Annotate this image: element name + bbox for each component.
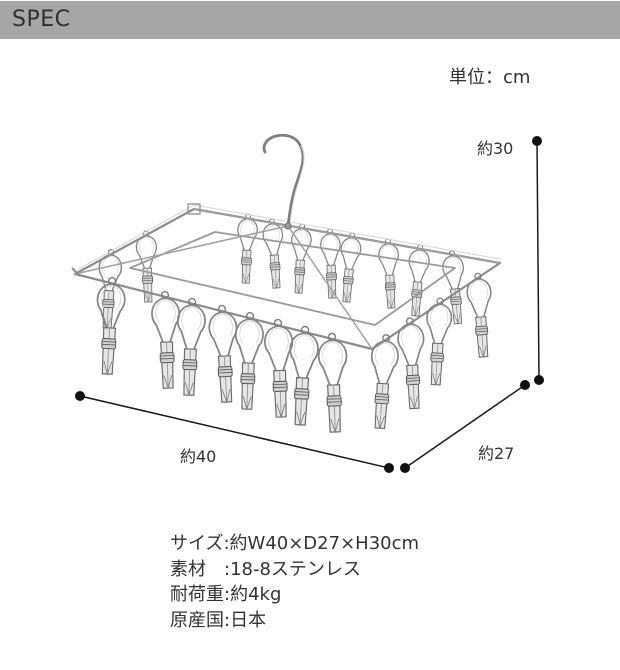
spec-list: サイズ:約W40×D27×H30cm 素材 :18-8ステンレス 耐荷重:約4k… [170,531,419,633]
spec-size: サイズ:約W40×D27×H30cm [170,533,420,554]
front-clothespins [92,271,497,434]
clothespin [377,238,402,310]
width-dimension-line [79,395,390,469]
clothespin [235,213,259,285]
depth-label: 約27 [478,444,514,463]
dimension-dot [520,380,530,390]
height-dimension: 約30 [477,136,544,385]
dimension-dot [532,136,542,146]
clothespin [288,223,313,295]
hanger-hook [262,133,305,230]
spec-header-bar: SPEC [0,1,620,39]
dimension-dot [534,375,544,385]
spec-country-of-origin: 原産国:日本 [170,609,267,631]
clothespin [317,332,351,434]
spec-material: 素材 :18-8ステンレス [170,558,361,580]
clothespin [404,243,431,318]
depth-dimension-line [404,384,526,469]
clothespin [232,311,265,411]
height-label: 約30 [477,139,513,158]
depth-dimension: 約27 [400,380,530,473]
height-dimension-line [536,140,540,381]
dimension-dot [75,391,85,401]
width-dimension: 約40 [75,391,394,473]
dimension-dot [400,463,410,473]
clothespin [150,290,183,390]
hanger-frame [71,203,502,351]
spec-load-capacity: 耐荷重:約4kg [170,584,282,605]
clothespin [207,304,242,404]
width-label: 約40 [180,447,216,466]
clothespin [285,324,321,427]
clothespin [396,316,429,410]
dimension-dot [384,463,394,473]
clothespin [263,318,296,419]
clothespin [174,297,207,397]
unit-label: 単位：cm [449,67,531,88]
spec-header-title: SPEC [12,7,71,32]
clothespin [465,271,497,359]
